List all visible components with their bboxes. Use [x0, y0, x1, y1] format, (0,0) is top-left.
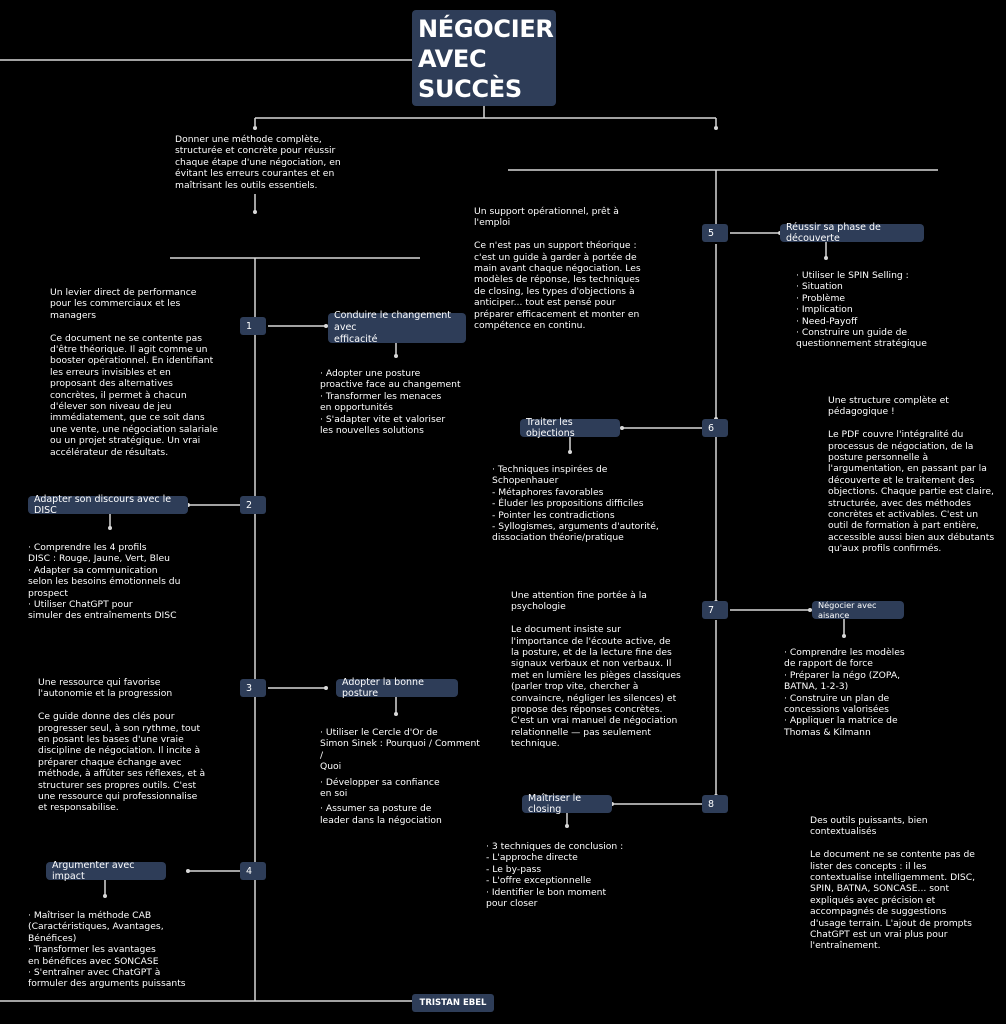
list-item: · Préparer la négo (ZOPA, BATNA, 1-2-3)	[784, 669, 901, 693]
section-3-bullets: · Utiliser le Cercle d'Or de Simon Sinek…	[320, 727, 480, 826]
list-item: · Développer sa confiance en soi	[320, 776, 440, 800]
list-item: · S'adapter vite et valoriser les nouvel…	[320, 413, 446, 437]
list-item: · Adopter une posture proactive face au …	[320, 368, 461, 391]
section-4-number[interactable]: 4	[240, 862, 266, 880]
note-psychology: Une attention fine portée à la psycholog…	[511, 590, 681, 750]
list-item: · Construire un guide de questionnement …	[796, 327, 927, 350]
list-item: · Need-Payoff	[796, 315, 858, 327]
list-item: · Comprendre les 4 profils DISC : Rouge,…	[28, 542, 170, 565]
title-line-1: NÉGOCIER	[418, 15, 554, 43]
list-item: · Utiliser le SPIN Selling :	[796, 270, 909, 281]
list-item: · Techniques inspirées de Schopenhauer	[492, 464, 608, 487]
title-line-3: SUCCÈS	[418, 75, 522, 103]
mindmap-title[interactable]: NÉGOCIER AVEC SUCCÈS	[412, 10, 556, 106]
section-1-number[interactable]: 1	[240, 317, 266, 335]
section-6-label[interactable]: Traiter les objections	[520, 417, 620, 439]
author-badge[interactable]: TRISTAN EBEL	[412, 994, 494, 1012]
list-item: - L'approche directe	[486, 852, 578, 864]
section-4-bullets: · Maîtriser la méthode CAB (Caractéristi…	[28, 910, 208, 990]
section-1-bullets: · Adopter une posture proactive face au …	[320, 368, 480, 436]
list-item: · 3 techniques de conclusion :	[486, 841, 624, 852]
section-6-number[interactable]: 6	[702, 419, 728, 437]
list-item: · Comprendre les modèles de rapport de f…	[784, 647, 905, 670]
list-item: · Utiliser le Cercle d'Or de Simon Sinek…	[320, 727, 480, 773]
list-item: · Appliquer la matrice de Thomas & Kilma…	[784, 715, 898, 738]
section-8-number[interactable]: 8	[702, 795, 728, 813]
section-7-bullets: · Comprendre les modèles de rapport de f…	[784, 647, 954, 738]
list-item: · Transformer les menaces en opportunité…	[320, 390, 442, 414]
list-item: · Implication	[796, 304, 853, 316]
section-4-label[interactable]: Argumenter avec impact	[46, 860, 166, 882]
section-6-bullets: · Techniques inspirées de Schopenhauer -…	[492, 464, 672, 544]
section-2-number[interactable]: 2	[240, 496, 266, 514]
note-tools: Des outils puissants, bien contextualisé…	[810, 815, 976, 952]
list-item: · Maîtriser la méthode CAB (Caractéristi…	[28, 910, 164, 944]
section-1-label[interactable]: Conduire le changement avec efficacité	[328, 310, 466, 345]
title-line-2: AVEC	[418, 45, 487, 73]
section-8-bullets: · 3 techniques de conclusion : - L'appro…	[486, 841, 666, 909]
section-5-number[interactable]: 5	[702, 224, 728, 242]
section-2-bullets: · Comprendre les 4 profils DISC : Rouge,…	[28, 542, 198, 622]
section-2-label[interactable]: Adapter son discours avec le DISC	[28, 494, 188, 516]
section-7-number[interactable]: 7	[702, 601, 728, 619]
section-3-number[interactable]: 3	[240, 679, 266, 697]
list-item: - Métaphores favorables	[492, 486, 604, 498]
list-item: - Syllogismes, arguments d'autorité, dis…	[492, 521, 659, 544]
section-8-label[interactable]: Maîtriser le closing	[522, 793, 612, 815]
list-item: · Transformer les avantages en bénéfices…	[28, 944, 159, 967]
section-3-label[interactable]: Adopter la bonne posture	[336, 677, 458, 699]
section-7-label[interactable]: Négocier avec aisance	[812, 600, 904, 620]
list-item: - Le by-pass	[486, 863, 542, 875]
note-autonomy: Une ressource qui favorise l'autonomie e…	[38, 677, 206, 814]
list-item: · Assumer sa posture de leader dans la n…	[320, 803, 442, 826]
note-performance: Un levier direct de performance pour les…	[50, 287, 218, 458]
list-item: · Construire un plan de concessions valo…	[784, 692, 890, 716]
list-item: · Identifier le bon moment pour closer	[486, 886, 607, 910]
list-item: · S'entraîner avec ChatGPT à formuler de…	[28, 967, 186, 990]
list-item: · Utiliser ChatGPT pour simuler des entr…	[28, 599, 177, 622]
list-item: · Problème	[796, 292, 846, 304]
objective-text: Donner une méthode complète, structurée …	[175, 134, 341, 191]
list-item: · Situation	[796, 281, 843, 293]
section-5-bullets: · Utiliser le SPIN Selling : · Situation…	[796, 270, 966, 350]
section-5-label[interactable]: Réussir sa phase de découverte	[780, 222, 924, 244]
list-item: - L'offre exceptionnelle	[486, 875, 592, 887]
list-item: · Adapter sa communication selon les bes…	[28, 564, 181, 599]
note-operational: Un support opérationnel, prêt à l'emploi…	[474, 206, 641, 332]
note-structure: Une structure complète et pédagogique ! …	[828, 395, 995, 555]
list-item: - Éluder les propositions difficiles	[492, 498, 644, 510]
list-item: - Pointer les contradictions	[492, 509, 615, 521]
